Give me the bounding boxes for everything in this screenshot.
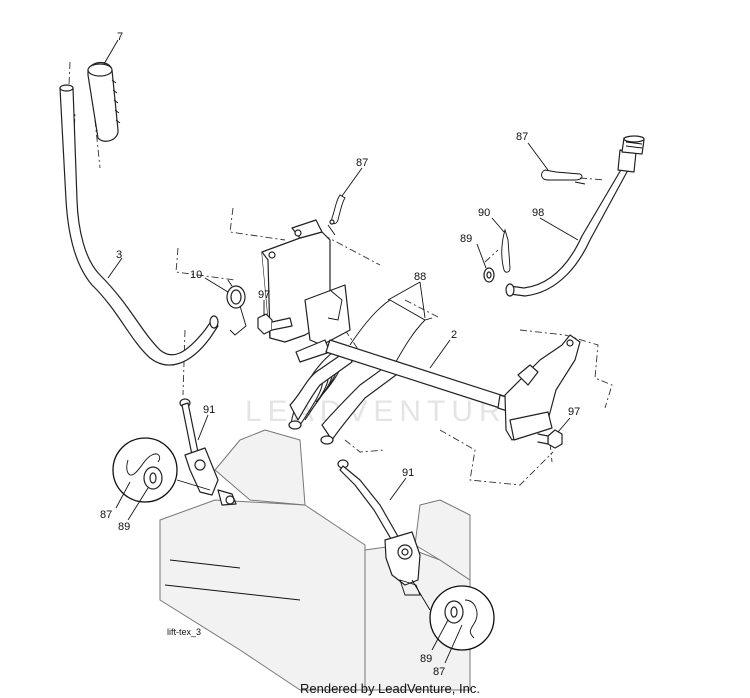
callout-3: 3 <box>116 249 122 261</box>
detail-circle-right <box>411 579 495 651</box>
callout-10: 10 <box>190 269 202 281</box>
clip-and-washer <box>483 228 511 283</box>
hairpin-clip-right <box>541 169 586 185</box>
callout-97: 97 <box>568 406 580 418</box>
footer-credit: Rendered by LeadVenture, Inc. <box>300 681 480 696</box>
bolt-left <box>257 313 293 335</box>
lift-springs <box>288 299 433 445</box>
lift-bracket <box>261 219 351 363</box>
callout-87: 87 <box>516 131 528 143</box>
lift-link-left <box>179 398 237 506</box>
callout-88: 88 <box>414 271 426 283</box>
mower-deck-outline <box>159 429 471 691</box>
adjustment-rod <box>505 135 645 297</box>
callout-7: 7 <box>117 31 123 43</box>
diagram-code: lift-tex_3 <box>167 627 201 637</box>
leader-lines <box>103 39 579 664</box>
callout-2: 2 <box>451 329 457 341</box>
callout-87: 87 <box>433 666 445 678</box>
callout-89: 89 <box>118 521 130 533</box>
callout-labels: 7 3 10 97 87 88 2 87 90 89 98 91 97 87 8… <box>100 31 580 678</box>
callout-98: 98 <box>532 207 544 219</box>
callout-89: 89 <box>420 653 432 665</box>
callout-89: 89 <box>460 233 472 245</box>
callout-87: 87 <box>356 157 368 169</box>
bolt-right <box>537 429 563 449</box>
detail-circle-left <box>112 437 211 503</box>
hairpin-clip-top <box>327 194 346 236</box>
callout-97: 97 <box>258 289 270 301</box>
callout-91: 91 <box>402 467 414 479</box>
callout-91: 91 <box>203 404 215 416</box>
callout-87: 87 <box>100 509 112 521</box>
handle-grip <box>87 61 121 142</box>
lift-link-right <box>337 459 421 596</box>
torsion-spring <box>226 279 247 336</box>
lift-handle-rod <box>59 84 219 366</box>
callout-90: 90 <box>478 207 490 219</box>
lift-arm-right <box>504 334 581 441</box>
